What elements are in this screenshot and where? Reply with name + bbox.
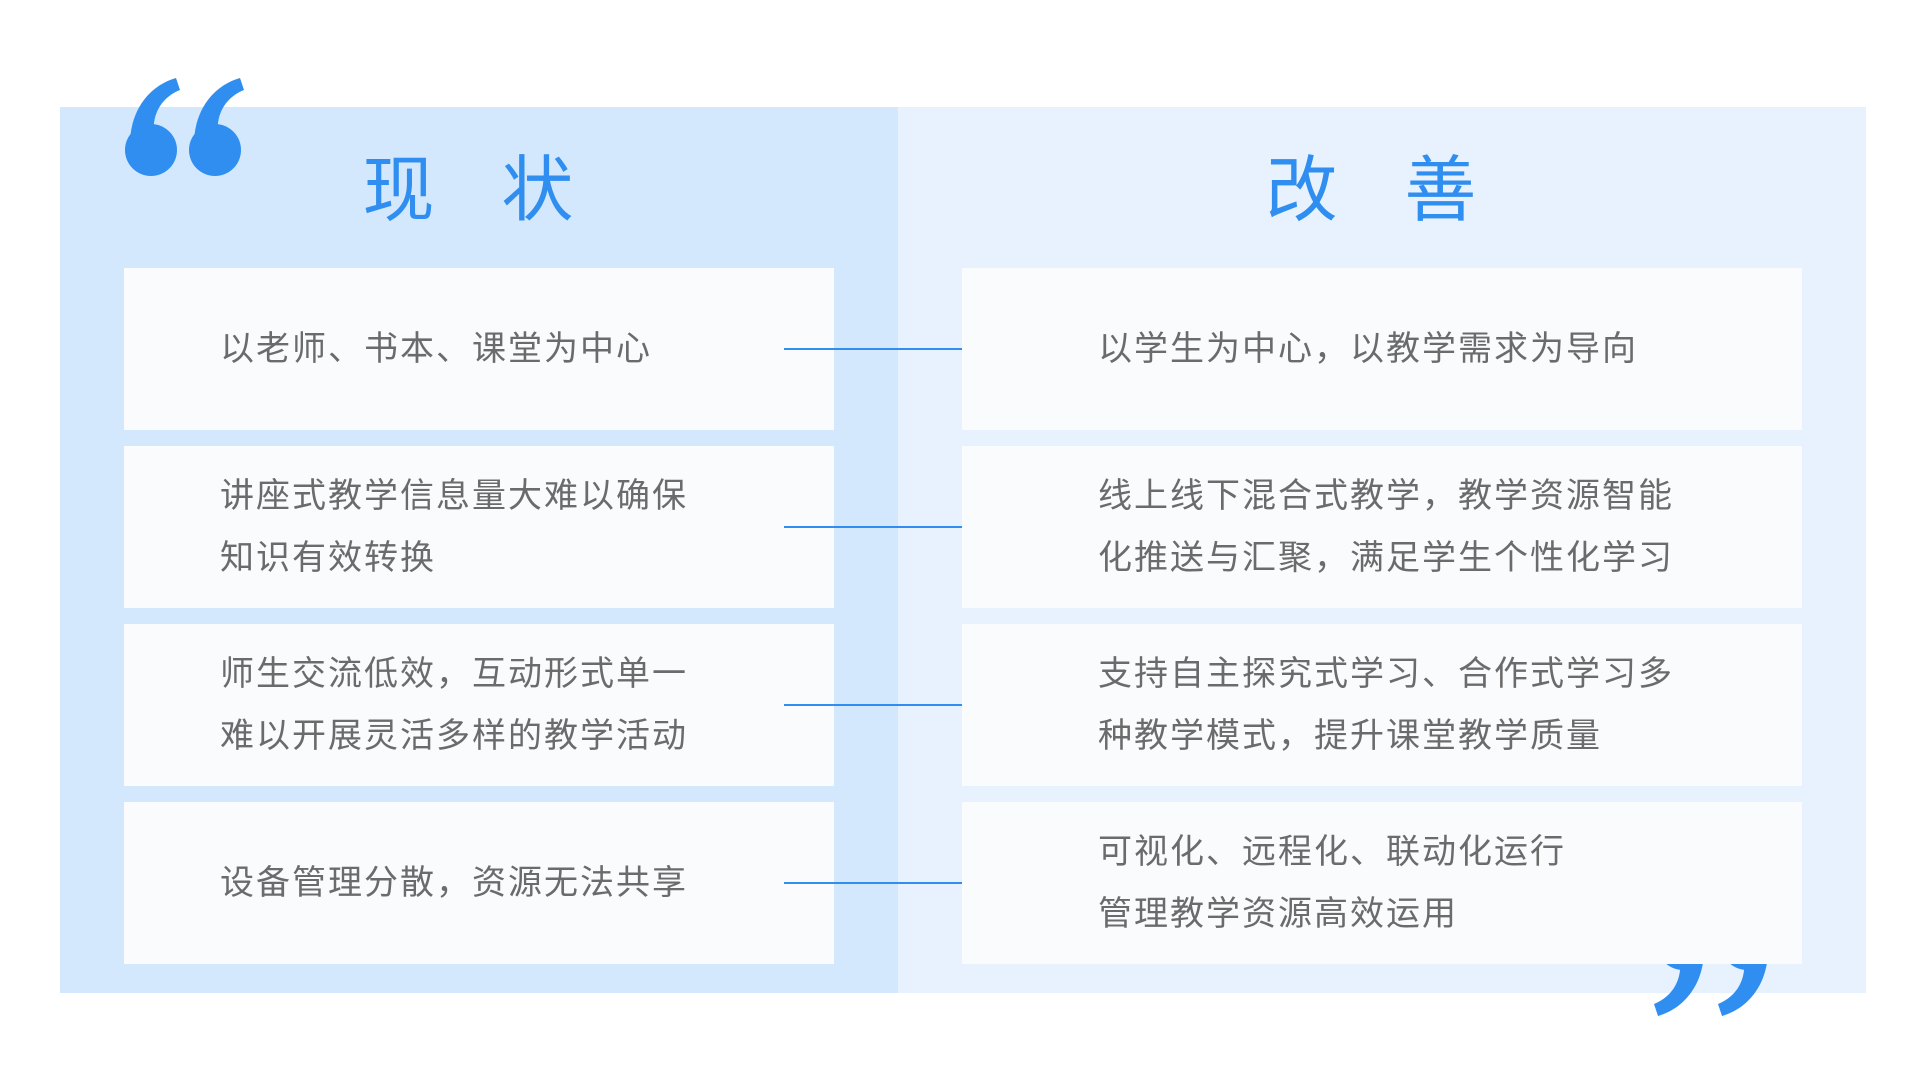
current-item-text: 以老师、书本、课堂为中心 (220, 329, 652, 369)
improvement-item-3: 支持自主探究式学习、合作式学习多 种教学模式，提升课堂教学质量 (962, 624, 1802, 786)
improvement-item-text: 可视化、远程化、联动化运行 管理教学资源高效运用 (1098, 832, 1566, 934)
improvement-item-1: 以学生为中心，以教学需求为导向 (962, 268, 1802, 430)
open-quote-icon (125, 78, 244, 176)
current-item-1: 以老师、书本、课堂为中心 (124, 268, 834, 430)
improvement-title: 改 善 (1265, 148, 1499, 232)
improvement-item-text: 以学生为中心，以教学需求为导向 (1098, 329, 1638, 369)
current-state-title: 现 状 (362, 148, 596, 232)
improvement-item-text: 线上线下混合式教学，教学资源智能 化推送与汇聚，满足学生个性化学习 (1098, 476, 1674, 578)
current-item-4: 设备管理分散，资源无法共享 (124, 802, 834, 964)
improvement-item-4: 可视化、远程化、联动化运行 管理教学资源高效运用 (962, 802, 1802, 964)
improvement-item-text: 支持自主探究式学习、合作式学习多 种教学模式，提升课堂教学质量 (1098, 654, 1674, 756)
current-item-text: 讲座式教学信息量大难以确保 知识有效转换 (220, 476, 688, 578)
improvement-item-2: 线上线下混合式教学，教学资源智能 化推送与汇聚，满足学生个性化学习 (962, 446, 1802, 608)
current-item-text: 设备管理分散，资源无法共享 (220, 863, 688, 903)
current-item-text: 师生交流低效，互动形式单一 难以开展灵活多样的教学活动 (220, 654, 688, 756)
current-item-3: 师生交流低效，互动形式单一 难以开展灵活多样的教学活动 (124, 624, 834, 786)
current-item-2: 讲座式教学信息量大难以确保 知识有效转换 (124, 446, 834, 608)
